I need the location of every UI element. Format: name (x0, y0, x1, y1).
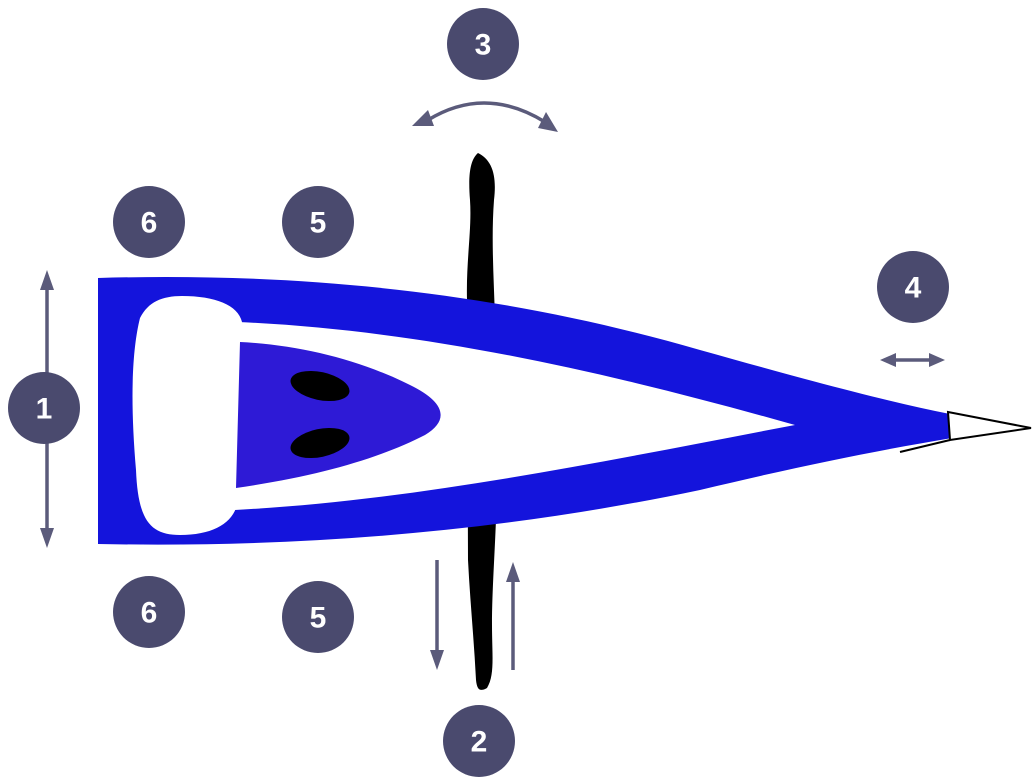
badge-1: 1 (8, 372, 80, 444)
bow-tip (948, 412, 1031, 440)
badge-3: 3 (447, 8, 519, 80)
badge-5-bottom: 5 (282, 581, 354, 653)
arrow-keel-up (506, 562, 520, 670)
badge-6-bottom: 6 (113, 576, 185, 648)
badge-3-label: 3 (475, 29, 492, 62)
badge-2: 2 (443, 705, 515, 777)
badge-5-top: 5 (282, 186, 354, 258)
badge-6-bottom-label: 6 (141, 597, 158, 630)
arrow-horizontal-bow (880, 353, 945, 367)
stern-compartment (133, 296, 242, 535)
badge-4: 4 (877, 251, 949, 323)
badge-6-top: 6 (113, 186, 185, 258)
badge-5-top-label: 5 (310, 207, 327, 240)
badge-6-top-label: 6 (141, 207, 158, 240)
arrow-curved-top (412, 103, 558, 132)
badge-4-label: 4 (905, 272, 922, 305)
arrow-keel-down (430, 560, 444, 670)
badge-2-label: 2 (471, 726, 488, 759)
badge-5-bottom-label: 5 (310, 602, 327, 635)
badge-1-label: 1 (36, 393, 53, 426)
